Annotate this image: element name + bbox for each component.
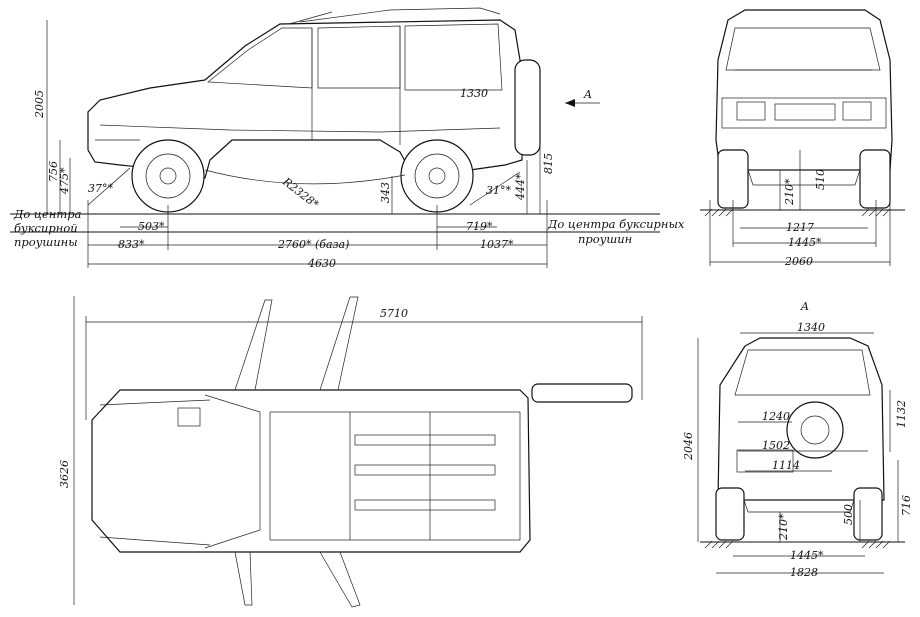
body-width-label: 1828 <box>790 566 818 579</box>
rear-view: A 1340 2046 1240 1132 1502 1114 210* 500… <box>682 300 913 579</box>
clearance-mid-label: 343 <box>379 182 392 203</box>
rear-height1-label: 444* <box>514 173 527 201</box>
opening-height-label: 1132 <box>895 400 908 428</box>
front-overhang-label: 833* <box>118 238 145 251</box>
rear-overhang-label: 1037* <box>480 238 514 251</box>
front-axle-offset-label: 503* <box>138 220 165 233</box>
floor-height-label: 716 <box>900 495 913 516</box>
rear-view-label: A <box>800 300 809 313</box>
inner-width-label: 1502 <box>762 439 790 452</box>
side-view: 2005 1330 A 756 475* 37°* R2328* 343 31°… <box>10 7 685 270</box>
view-arrow-label: A <box>583 88 592 101</box>
front-tow-note-line2: буксирной <box>14 221 78 235</box>
rear-upper-length-label: 1330 <box>460 87 488 100</box>
height-total-label: 2005 <box>33 90 46 119</box>
rear-track-label: 1445* <box>790 549 824 562</box>
rear-height-total-label: 2046 <box>682 432 695 461</box>
rear-tow-note-line1: До центра буксирных <box>547 217 685 231</box>
floor-width-label: 1114 <box>772 459 800 472</box>
front-tow-note-line1: До центра <box>13 207 82 221</box>
front-width-total-label: 2060 <box>784 255 813 268</box>
radius-label: R2328* <box>279 175 321 212</box>
front-height-label: 756 <box>47 161 60 182</box>
approach-angle-label: 37°* <box>88 182 113 195</box>
width-doors-open-label: 3626 <box>58 460 71 488</box>
front-track-inner-label: 1217 <box>786 221 814 234</box>
front-track-label: 1445* <box>788 236 822 249</box>
rear-ground-clearance-label: 210* <box>777 513 790 541</box>
front-ground-clearance-label: 210* <box>783 178 796 206</box>
top-view: 5710 3626 <box>58 296 643 608</box>
rear-tow-note-line2: проушин <box>578 232 632 246</box>
front-axle-height-label: 510 <box>814 169 827 190</box>
length-total-label: 4630 <box>307 257 336 270</box>
wheelbase-label: 2760* (база) <box>277 238 349 251</box>
front-tow-note-line3: проушины <box>14 235 78 249</box>
length-doors-open-label: 5710 <box>380 307 408 320</box>
opening-width-label: 1240 <box>762 410 790 423</box>
departure-angle-label: 31°* <box>486 184 511 197</box>
roof-width-label: 1340 <box>797 321 825 334</box>
rear-axle-height-label: 500 <box>842 504 855 525</box>
front-view: 210* 510 1217 1445* 2060 <box>700 9 905 268</box>
front-height2-label: 475* <box>58 167 71 195</box>
rear-axle-offset-label: 719* <box>466 220 493 233</box>
rear-height2-label: 815 <box>542 153 555 174</box>
